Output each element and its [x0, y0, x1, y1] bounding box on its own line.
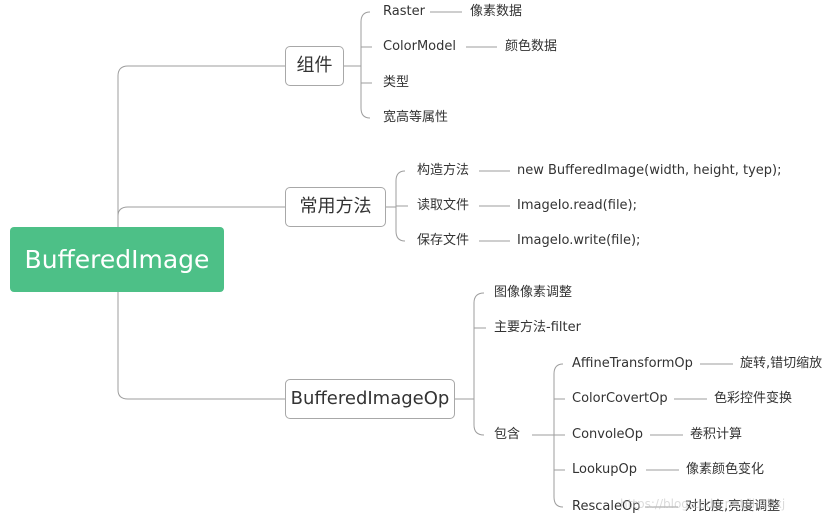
- node-colormodel-detail[interactable]: 颜色数据: [505, 39, 558, 54]
- node-lookup-op-detail[interactable]: 像素颜色变化: [686, 462, 765, 477]
- connector-components-bracket: [344, 11, 371, 119]
- node-pixel-adjust[interactable]: 图像像素调整: [494, 285, 573, 300]
- node-raster[interactable]: Raster: [383, 4, 425, 19]
- node-type[interactable]: 类型: [383, 75, 410, 90]
- connector-op-bracket: [455, 292, 485, 436]
- node-affine-transform-op[interactable]: AffineTransformOp: [572, 356, 693, 371]
- node-read-file-detail[interactable]: ImageIo.read(file);: [517, 198, 638, 213]
- node-construct[interactable]: 构造方法: [417, 163, 470, 178]
- node-raster-detail[interactable]: 像素数据: [470, 4, 523, 19]
- node-save-file[interactable]: 保存文件: [417, 233, 470, 248]
- node-lookup-op[interactable]: LookupOp: [572, 462, 638, 477]
- node-contains[interactable]: 包含: [494, 427, 521, 442]
- node-read-file[interactable]: 读取文件: [417, 198, 470, 213]
- watermark: https://blog.csdn.net/lietbxj: [620, 497, 786, 511]
- node-op[interactable]: BufferedImageOp: [285, 379, 455, 419]
- root-node[interactable]: BufferedImage: [10, 227, 224, 292]
- node-components[interactable]: 组件: [285, 46, 344, 86]
- connector-root-methods: [117, 206, 285, 259]
- node-construct-detail[interactable]: new BufferedImage(width, height, tyep);: [517, 163, 782, 178]
- node-save-file-detail[interactable]: ImageIo.write(file);: [517, 233, 641, 248]
- node-color-covert-op[interactable]: ColorCovertOp: [572, 391, 668, 406]
- node-convole-op-detail[interactable]: 卷积计算: [690, 427, 743, 442]
- node-affine-transform-op-detail[interactable]: 旋转,错切缩放: [740, 356, 823, 371]
- node-color-covert-op-detail[interactable]: 色彩控件变换: [714, 391, 793, 406]
- connector-root-op: [117, 259, 285, 400]
- node-convole-op[interactable]: ConvoleOp: [572, 427, 644, 442]
- node-colormodel[interactable]: ColorModel: [383, 39, 456, 54]
- node-size-attributes[interactable]: 宽高等属性: [383, 110, 449, 125]
- node-rescale-op-detail[interactable]: 对比度,亮度调整: [685, 499, 781, 514]
- node-rescale-op[interactable]: RescaleOp: [572, 499, 641, 514]
- node-methods[interactable]: 常用方法: [285, 187, 386, 227]
- node-filter[interactable]: 主要方法-filter: [494, 320, 581, 335]
- connector-root-components: [117, 65, 285, 260]
